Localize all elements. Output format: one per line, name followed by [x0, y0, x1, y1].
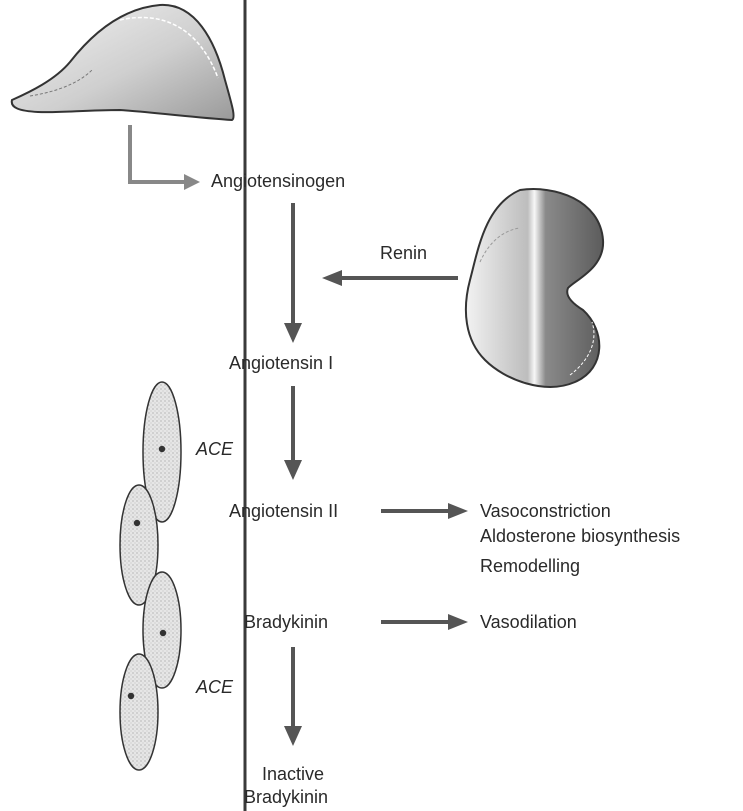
endothelial-cell-icon: [120, 382, 181, 770]
liver-to-angiotensinogen-arrow: [130, 125, 185, 182]
renin-arrow-head: [322, 270, 342, 286]
inactive-label: Inactive: [262, 763, 324, 785]
effect-remodelling: Remodelling: [480, 555, 580, 577]
cell-4: [120, 654, 158, 770]
liver-icon: [12, 5, 234, 120]
renin-label: Renin: [380, 242, 427, 264]
angiotensinogen-label: Angiotensinogen: [211, 170, 345, 192]
inactive-bradykinin-label: Bradykinin: [244, 786, 328, 808]
arrow-head-1: [284, 323, 302, 343]
ace-bottom-label: ACE: [196, 676, 233, 698]
arrow-head-3: [448, 503, 468, 519]
effect-aldosterone: Aldosterone biosynthesis: [480, 525, 680, 547]
liver-arrow-head: [184, 174, 200, 190]
angiotensin-i-label: Angiotensin I: [229, 352, 333, 374]
kidney-icon: [466, 189, 603, 387]
angiotensin-ii-label: Angiotensin II: [229, 500, 338, 522]
bradykinin-label: Bradykinin: [244, 611, 328, 633]
vasodilation-label: Vasodilation: [480, 611, 577, 633]
effect-vasoconstriction: Vasoconstriction: [480, 500, 611, 522]
ace-top-label: ACE: [196, 438, 233, 460]
arrow-head-5: [284, 726, 302, 746]
arrow-head-4: [448, 614, 468, 630]
arrow-head-2: [284, 460, 302, 480]
